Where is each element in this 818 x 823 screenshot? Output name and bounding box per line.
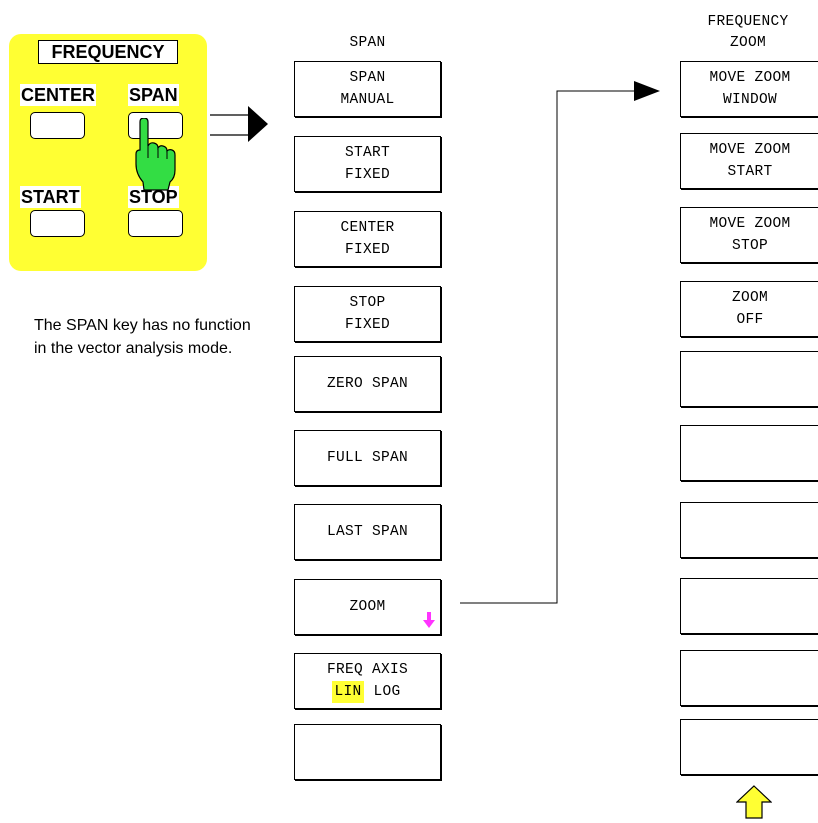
softkey-label: STOP xyxy=(349,295,386,311)
zoom-menu-title-line2: ZOOM xyxy=(729,35,766,51)
empty-softkey[interactable] xyxy=(680,502,818,558)
softkey-label: CENTER xyxy=(340,220,395,236)
softkey-label: STOP xyxy=(731,238,768,254)
softkey-label: START xyxy=(344,145,390,161)
start-key-label: START xyxy=(20,186,81,208)
softkey-label: FIXED xyxy=(344,167,390,183)
softkey-label: FREQ AXIS xyxy=(326,662,408,678)
submenu-arrow-icon xyxy=(423,612,435,628)
menu-arrow xyxy=(210,106,268,142)
start-key[interactable] xyxy=(30,210,85,237)
span-manual-softkey[interactable]: SPAN MANUAL xyxy=(294,61,441,117)
last-span-softkey[interactable]: LAST SPAN xyxy=(294,504,441,560)
span-key-label: SPAN xyxy=(128,84,179,106)
softkey-label: ZERO SPAN xyxy=(326,376,408,392)
empty-softkey[interactable] xyxy=(680,425,818,481)
empty-softkey[interactable] xyxy=(680,650,818,706)
stop-key-label: STOP xyxy=(128,186,179,208)
center-key-label: CENTER xyxy=(20,84,97,106)
lin-option: LIN xyxy=(332,681,364,703)
softkey-label: WINDOW xyxy=(722,92,777,108)
softkey-label: OFF xyxy=(736,312,764,328)
move-zoom-window-softkey[interactable]: MOVE ZOOM WINDOW xyxy=(680,61,818,117)
empty-softkey[interactable] xyxy=(680,578,818,634)
span-menu-title: SPAN xyxy=(349,35,386,51)
softkey-label: MANUAL xyxy=(340,92,395,108)
zoom-softkey[interactable]: ZOOM xyxy=(294,579,441,635)
span-key-note: The SPAN key has no function in the vect… xyxy=(34,317,251,357)
softkey-label: FULL SPAN xyxy=(326,450,408,466)
softkey-label: MOVE ZOOM xyxy=(709,142,791,158)
softkey-label: FIXED xyxy=(344,242,390,258)
empty-softkey[interactable] xyxy=(680,351,818,407)
center-key[interactable] xyxy=(30,112,85,139)
start-fixed-softkey[interactable]: START FIXED xyxy=(294,136,441,192)
softkey-label: LAST SPAN xyxy=(326,524,408,540)
zero-span-softkey[interactable]: ZERO SPAN xyxy=(294,356,441,412)
freq-axis-softkey[interactable]: FREQ AXIS LIN LOG xyxy=(294,653,441,709)
center-fixed-softkey[interactable]: CENTER FIXED xyxy=(294,211,441,267)
stop-key[interactable] xyxy=(128,210,183,237)
stop-fixed-softkey[interactable]: STOP FIXED xyxy=(294,286,441,342)
full-span-softkey[interactable]: FULL SPAN xyxy=(294,430,441,486)
empty-softkey[interactable] xyxy=(680,719,818,775)
log-option: LOG xyxy=(373,684,401,700)
span-key[interactable] xyxy=(128,112,183,139)
zoom-menu-title: FREQUENCY ZOOM xyxy=(678,12,818,54)
softkey-label: START xyxy=(727,164,773,180)
zoom-connector-line xyxy=(460,81,660,604)
empty-softkey[interactable] xyxy=(294,724,441,780)
move-zoom-stop-softkey[interactable]: MOVE ZOOM STOP xyxy=(680,207,818,263)
softkey-label: MOVE ZOOM xyxy=(709,70,791,86)
pointing-hand-icon xyxy=(135,118,176,191)
zoom-menu-title-line1: FREQUENCY xyxy=(707,14,789,30)
softkey-label: SPAN xyxy=(349,70,386,86)
softkey-label: ZOOM xyxy=(349,599,386,615)
keypad-title: FREQUENCY xyxy=(38,40,178,64)
softkey-label: MOVE ZOOM xyxy=(709,216,791,232)
up-arrow-icon xyxy=(736,785,772,819)
zoom-off-softkey[interactable]: ZOOM OFF xyxy=(680,281,818,337)
softkey-label: ZOOM xyxy=(731,290,768,306)
softkey-label: FIXED xyxy=(344,317,390,333)
move-zoom-start-softkey[interactable]: MOVE ZOOM START xyxy=(680,133,818,189)
